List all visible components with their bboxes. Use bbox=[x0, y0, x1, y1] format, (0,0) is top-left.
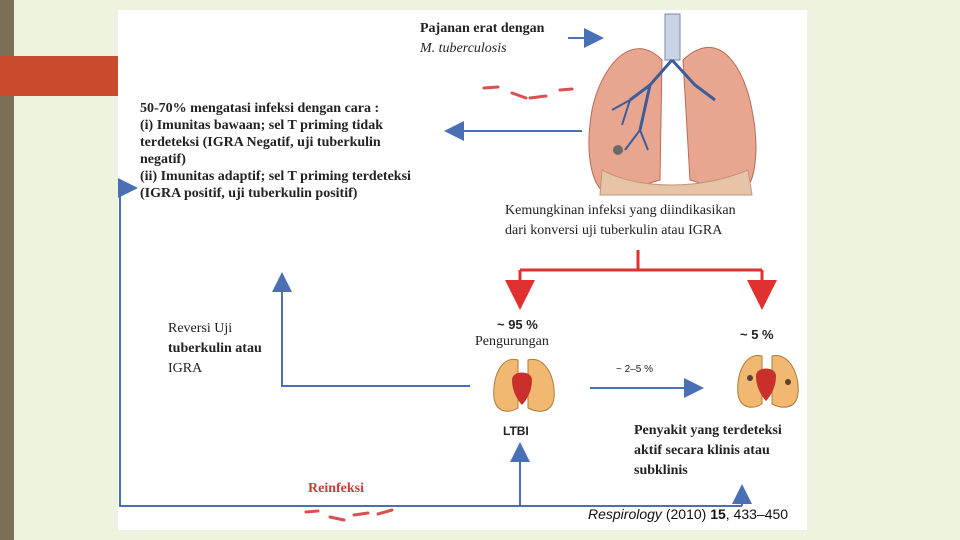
reinfection-label: Reinfeksi bbox=[308, 481, 364, 496]
disease-text-line3: subklinis bbox=[634, 463, 688, 478]
progression-rate: ~ 2–5 % bbox=[616, 364, 653, 375]
red-branch-arrow bbox=[505, 250, 777, 310]
large-lungs-illustration bbox=[588, 13, 757, 196]
innate-line-5: (ii) Imunitas adaptif; sel T priming ter… bbox=[140, 169, 411, 184]
innate-line-6: (IGRA positif, uji tuberkulin positif) bbox=[140, 186, 358, 201]
innate-immunity-text: 50-70% mengatasi infeksi dengan cara : (… bbox=[140, 100, 411, 202]
active-percentage: ~ 5 % bbox=[740, 327, 774, 342]
bacteria-icons-top bbox=[482, 85, 574, 100]
innate-line-4: negatif) bbox=[140, 152, 186, 167]
citation: Respirology (2010) 15, 433–450 bbox=[588, 506, 788, 522]
reversion-text-line2: tuberkulin atau bbox=[168, 341, 262, 356]
ltbi-lungs-illustration bbox=[493, 358, 555, 412]
infection-text-line2: dari konversi uji tuberkulin atau IGRA bbox=[505, 223, 723, 238]
arrow-reinfection-loop bbox=[118, 178, 742, 507]
arrow-reversion bbox=[272, 272, 470, 387]
innate-line-1: 50-70% mengatasi infeksi dengan cara : bbox=[140, 101, 380, 116]
ltbi-percentage: ~ 95 % bbox=[497, 317, 538, 332]
infection-text-line1: Kemungkinan infeksi yang diindikasikan bbox=[505, 203, 736, 218]
innate-line-2: (i) Imunitas bawaan; sel T priming tidak bbox=[140, 118, 383, 133]
slide-side-bar bbox=[0, 0, 14, 540]
citation-year: (2010) bbox=[665, 506, 707, 522]
ltbi-label: LTBI bbox=[503, 424, 529, 438]
citation-journal: Respirology bbox=[588, 506, 662, 522]
exposure-text-line2: M. tuberculosis bbox=[420, 41, 507, 56]
disease-text-line2: aktif secara klinis atau bbox=[634, 443, 770, 458]
innate-line-3: terdeteksi (IGRA Negatif, uji tuberkulin bbox=[140, 135, 381, 150]
lesion-icon bbox=[613, 145, 623, 155]
exposure-text-line1: Pajanan erat dengan bbox=[420, 21, 545, 36]
citation-volume: 15 bbox=[710, 506, 726, 522]
containment-label: Pengurungan bbox=[475, 334, 549, 349]
disease-text-line1: Penyakit yang terdeteksi bbox=[634, 423, 782, 438]
active-disease-lungs-illustration bbox=[737, 355, 799, 408]
citation-pages: , 433–450 bbox=[725, 506, 789, 522]
reversion-text-line1: Reversi Uji bbox=[168, 321, 233, 336]
bacteria-icons-bottom bbox=[304, 508, 394, 522]
reversion-text-line3: IGRA bbox=[168, 361, 203, 376]
